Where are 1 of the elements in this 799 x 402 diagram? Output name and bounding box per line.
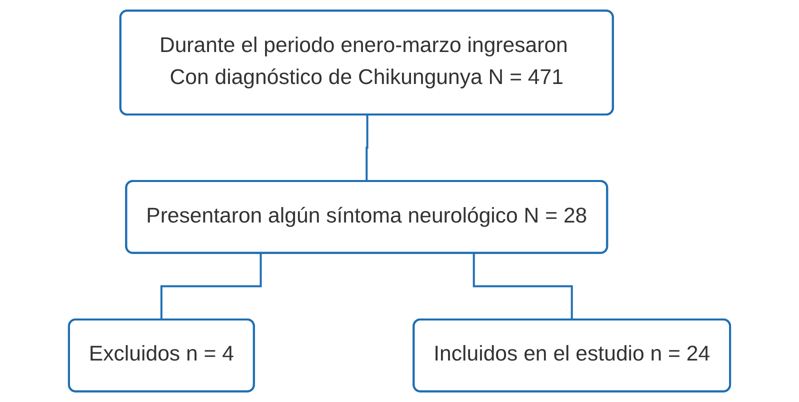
connector: [366, 115, 368, 183]
